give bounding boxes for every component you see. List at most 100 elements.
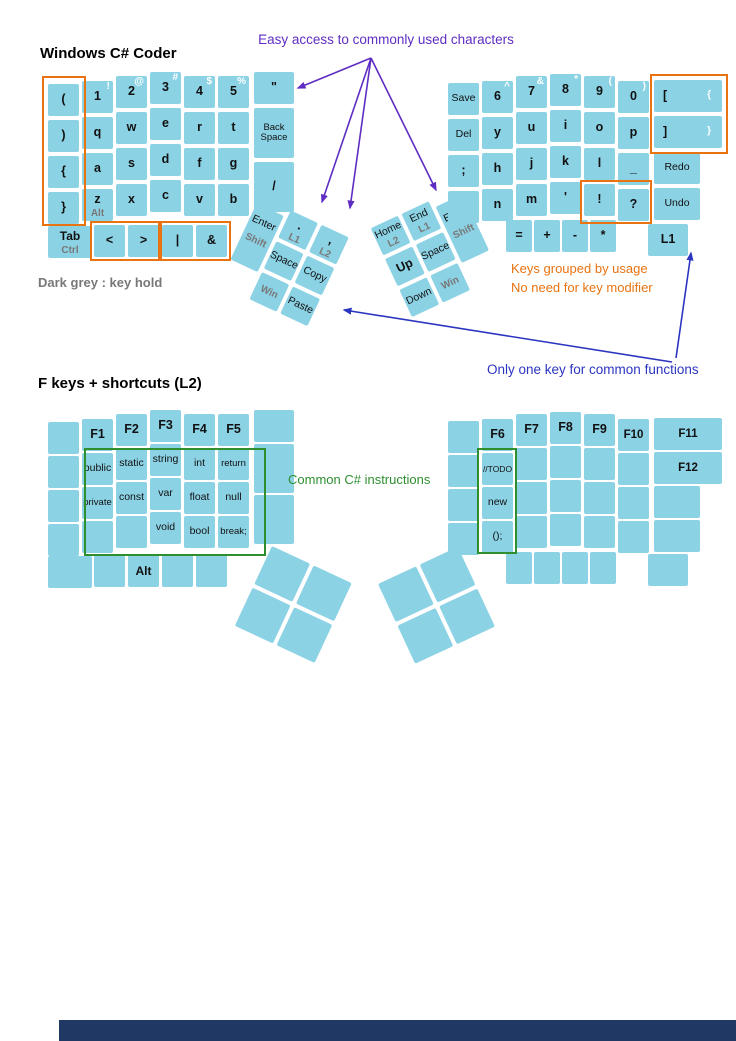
key-l1: L1 — [648, 224, 688, 256]
key-void: void — [150, 512, 181, 544]
key-todo-comment: //TODO — [482, 453, 513, 485]
key-a: a — [82, 153, 113, 185]
key-blank — [116, 516, 147, 548]
key-y: y — [482, 117, 513, 149]
layer1-title: Windows C# Coder — [40, 45, 177, 62]
key-2: 2@ — [116, 76, 147, 108]
key-blank — [448, 191, 479, 223]
key-question: ? — [618, 189, 649, 221]
key-call-parens: (); — [482, 521, 513, 553]
key-b: b — [218, 184, 249, 216]
key-exclamation: ! — [584, 184, 615, 216]
key-blank — [448, 455, 479, 487]
key-i: i — [550, 110, 581, 142]
key-plus: + — [534, 220, 560, 252]
key-blank — [254, 444, 294, 493]
key-blank — [516, 516, 547, 548]
key-0: 0) — [618, 81, 649, 113]
key-undo: Undo — [654, 188, 700, 220]
key-blank — [254, 495, 294, 544]
annotation-dark-grey-legend: Dark grey : key hold — [38, 275, 163, 290]
key-blank — [448, 523, 479, 555]
key-var: var — [150, 478, 181, 510]
key-open-brace: { — [48, 156, 79, 188]
key-pipe: | — [162, 225, 193, 257]
key-f7: F7 — [516, 414, 547, 446]
key-f6: F6 — [482, 419, 513, 451]
key-f8: F8 — [550, 412, 581, 444]
annotation-arrow — [296, 57, 372, 89]
key-blank — [82, 521, 113, 553]
key-underscore: _ — [618, 153, 649, 185]
key-r: r — [184, 112, 215, 144]
key-o: o — [584, 112, 615, 144]
key-x: x — [116, 184, 147, 216]
key-float: float — [184, 482, 215, 514]
key-blank — [196, 555, 227, 587]
key-close-paren: ) — [48, 120, 79, 152]
key-w: w — [116, 112, 147, 144]
annotation-keys-grouped-line2: No need for key modifier — [511, 279, 653, 295]
key-blank — [562, 552, 588, 584]
key-f12: F12 — [654, 452, 722, 484]
key-f10: F10 — [618, 419, 649, 451]
key-n: n — [482, 189, 513, 221]
key-e: e — [150, 108, 181, 140]
key-less-than: < — [94, 225, 125, 257]
key-static: static — [116, 448, 147, 480]
key-blank — [584, 482, 615, 514]
annotation-one-key: Only one key for common functions — [487, 362, 699, 377]
key-double-quote: " — [254, 72, 294, 104]
key-l: l — [584, 148, 615, 180]
key-q: q — [82, 117, 113, 149]
key-asterisk: * — [590, 220, 616, 252]
key-new: new — [482, 487, 513, 519]
key-7: 7& — [516, 76, 547, 108]
annotation-arrow — [370, 57, 437, 192]
key-blank — [162, 555, 193, 587]
key-blank — [48, 490, 79, 522]
key-h: h — [482, 153, 513, 185]
key-j: j — [516, 148, 547, 180]
key-break: break; — [218, 516, 249, 548]
annotation-arrow — [347, 57, 372, 210]
key-blank — [516, 448, 547, 480]
key-s: s — [116, 148, 147, 180]
key-blank — [48, 556, 92, 588]
key-blank — [48, 524, 79, 556]
key-f2: F2 — [116, 414, 147, 446]
footer-bar — [59, 1020, 736, 1041]
key-blank — [48, 422, 79, 454]
key-f11: F11 — [654, 418, 722, 450]
key-blank — [584, 516, 615, 548]
key-blank — [516, 482, 547, 514]
key-blank — [654, 520, 700, 552]
key-blank — [550, 514, 581, 546]
annotation-csharp-instructions: Common C# instructions — [288, 472, 431, 487]
key-apostrophe: ' — [550, 182, 581, 214]
key-equals: = — [506, 220, 532, 252]
key-blank — [534, 552, 560, 584]
key-f5: F5 — [218, 414, 249, 446]
key-blank — [590, 552, 616, 584]
key-3: 3# — [150, 72, 181, 104]
key-open-paren: ( — [48, 84, 79, 116]
key-public: public — [82, 453, 113, 485]
key-close-bracket: ]} — [654, 116, 722, 148]
key-blank — [550, 446, 581, 478]
key-f: f — [184, 148, 215, 180]
key-close-brace: } — [48, 192, 79, 224]
key-f3: F3 — [150, 410, 181, 442]
key-5: 5% — [218, 76, 249, 108]
key-redo: Redo — [654, 152, 700, 184]
key-open-bracket: [{ — [654, 80, 722, 112]
key-blank — [448, 489, 479, 521]
key-blank — [550, 480, 581, 512]
key-semicolon: ; — [448, 155, 479, 187]
key-k: k — [550, 146, 581, 178]
key-9: 9( — [584, 76, 615, 108]
key-int: int — [184, 448, 215, 480]
key-1: 1! — [82, 81, 113, 113]
key-f1: F1 — [82, 419, 113, 451]
key-alt: Alt — [128, 555, 159, 587]
